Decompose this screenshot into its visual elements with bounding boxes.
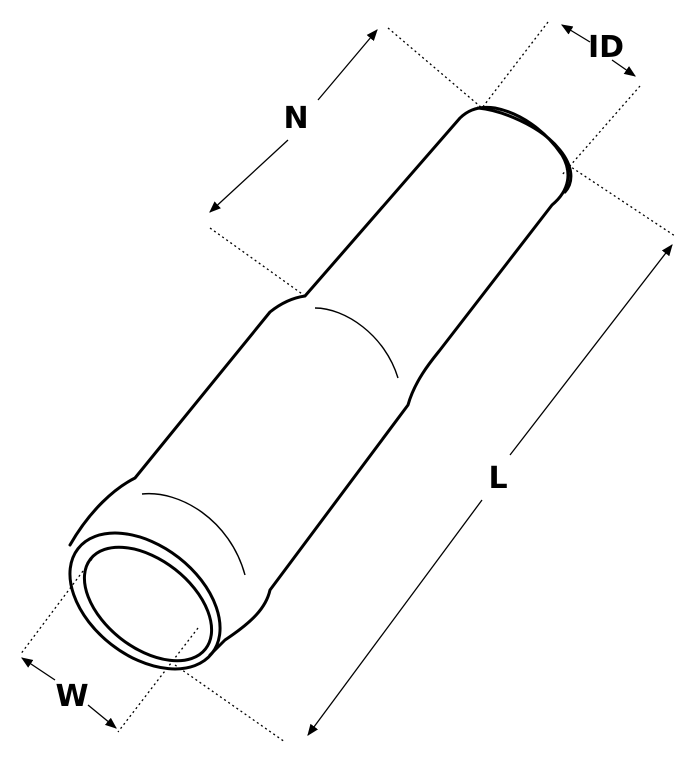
n-dimension-line-lower <box>209 139 289 213</box>
id-dimension-line-left <box>560 24 591 43</box>
id-extension-left <box>481 21 549 109</box>
n-dimension-line-upper <box>317 29 378 101</box>
highlight-arc-upper <box>314 307 399 379</box>
l-dimension-line-lower <box>307 499 483 736</box>
w-dimension-line-right <box>87 704 117 729</box>
inner-ring <box>82 545 214 663</box>
l-dimension-line-upper <box>509 244 673 456</box>
id-extension-right <box>561 85 641 176</box>
terminal-body <box>68 105 573 657</box>
terminal-outline <box>68 105 570 657</box>
rear-end-edge <box>476 106 573 194</box>
label-id: ID <box>588 30 624 65</box>
n-extension-upper <box>387 27 483 109</box>
front-opening <box>68 531 222 671</box>
label-l: L <box>488 461 507 496</box>
id-dimension-line-right <box>611 59 636 77</box>
highlight-arc-lower <box>141 492 246 576</box>
dimension-labels: N ID L W <box>55 30 624 714</box>
n-extension-lower <box>209 227 306 297</box>
outer-ring <box>68 531 222 671</box>
w-dimension-line-left <box>21 657 56 681</box>
w-extension-left <box>19 554 96 656</box>
w-extension-right <box>117 627 199 733</box>
l-extension-top <box>567 164 676 237</box>
label-w: W <box>55 679 88 714</box>
l-extension-bottom <box>174 664 286 743</box>
extension-lines <box>19 21 676 743</box>
label-n: N <box>283 101 308 136</box>
dimension-lines <box>21 24 673 736</box>
